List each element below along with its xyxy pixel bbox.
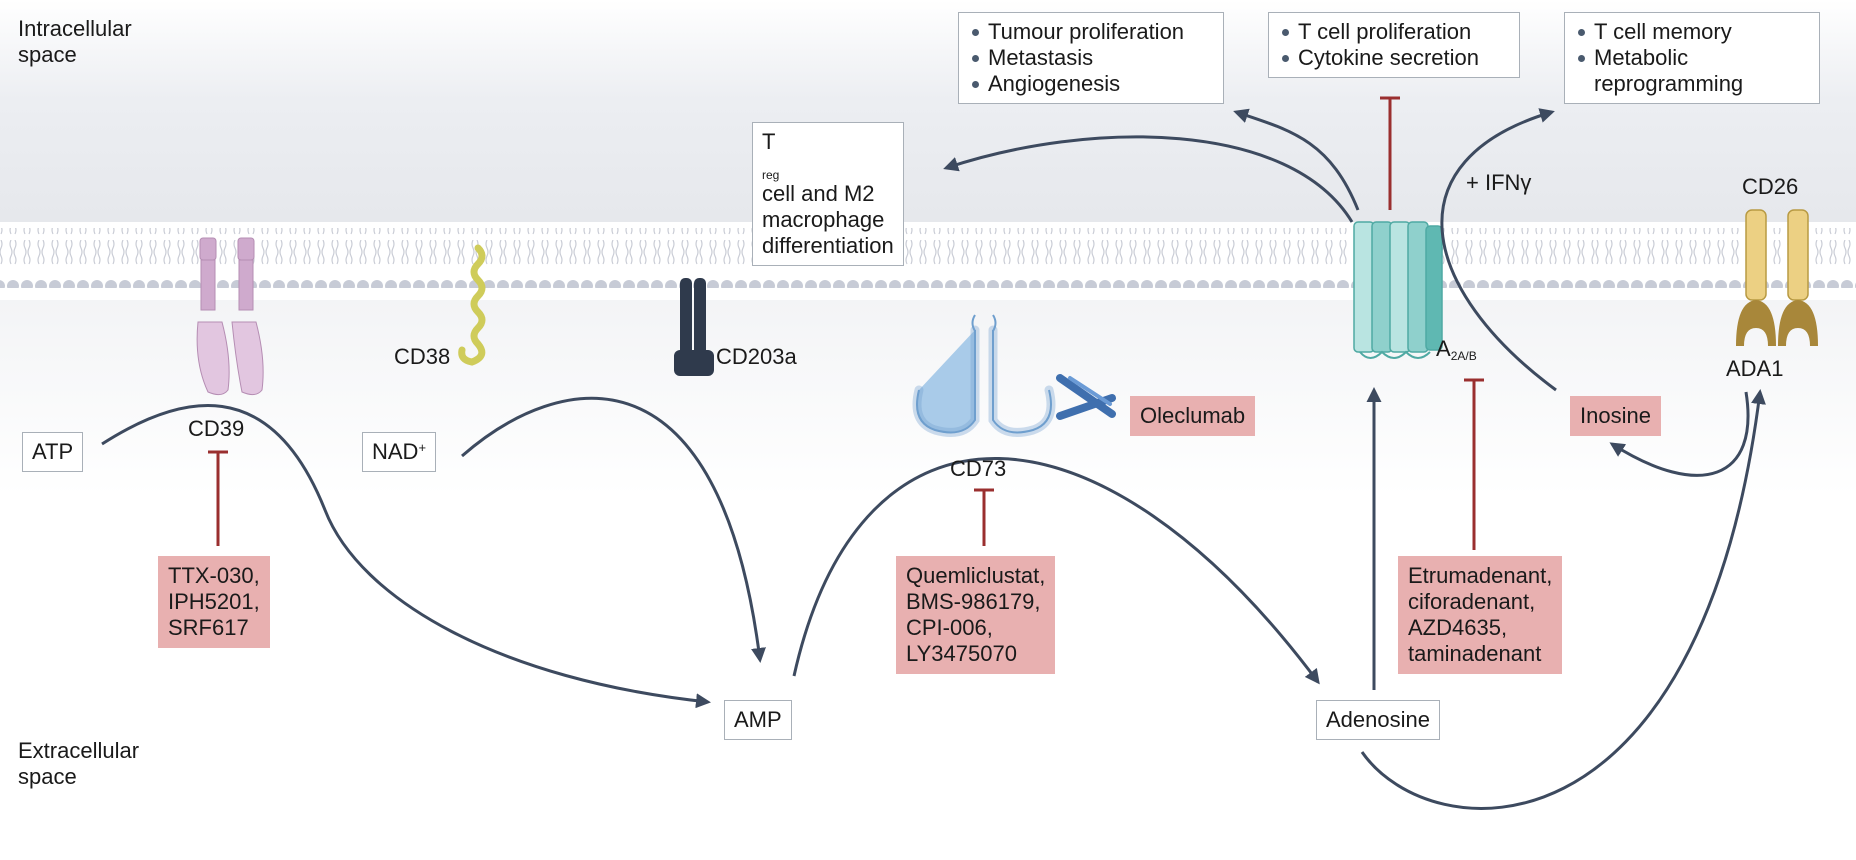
cd38-protein [458,244,486,366]
inosine-box: Inosine [1570,396,1661,436]
cd203a-protein [674,278,714,376]
ifn-gamma-label: + IFNγ [1466,170,1532,195]
cd39-protein [196,237,264,396]
ada1-label: ADA1 [1726,356,1784,381]
cell-membrane [0,212,1856,288]
cd39-inhibitors-box: TTX-030,IPH5201,SRF617 [158,556,270,648]
a2ab-antagonists-box: Etrumadenant,ciforadenant,AZD4635,tamina… [1398,556,1563,674]
a2ab-label: A2A/B [1436,336,1477,363]
cd73-protein [912,314,1056,437]
pathway-arrows [101,108,1766,810]
oleclumab-antibody [1056,374,1116,420]
nad-box: NAD+ [362,432,437,472]
cd26-ada1-complex [1736,209,1818,346]
amp-box: AMP [724,700,792,740]
adenosine-box: Adenosine [1316,700,1440,740]
cd73-label: CD73 [950,456,1007,481]
inhibition-bars [208,96,1484,550]
cd38-label: CD38 [394,344,451,369]
cd73-inhibitors-box: Quemliclustat,BMS-986179,CPI-006,LY34750… [896,556,1056,674]
tumour-effect-item: Tumour proliferation [968,19,1214,45]
tcell-effect-item: Cytokine secretion [1278,45,1510,71]
a2ab-receptor [1353,221,1443,359]
atp-box: ATP [22,432,84,472]
tcell-effect-item: T cell proliferation [1278,19,1510,45]
cd26-label: CD26 [1742,174,1799,199]
tumour-effect-item: Metastasis [968,45,1214,71]
tcell-effects-box: T cell proliferation Cytokine secretion [1268,12,1520,78]
cd39-label: CD39 [188,416,245,441]
cd203a-label: CD203a [716,344,797,369]
tumour-effects-box: Tumour proliferation Metastasis Angiogen… [958,12,1224,104]
memory-effect-item: T cell memory [1574,19,1810,45]
tumour-effect-item: Angiogenesis [968,71,1214,97]
oleclumab-box: Oleclumab [1130,396,1256,436]
